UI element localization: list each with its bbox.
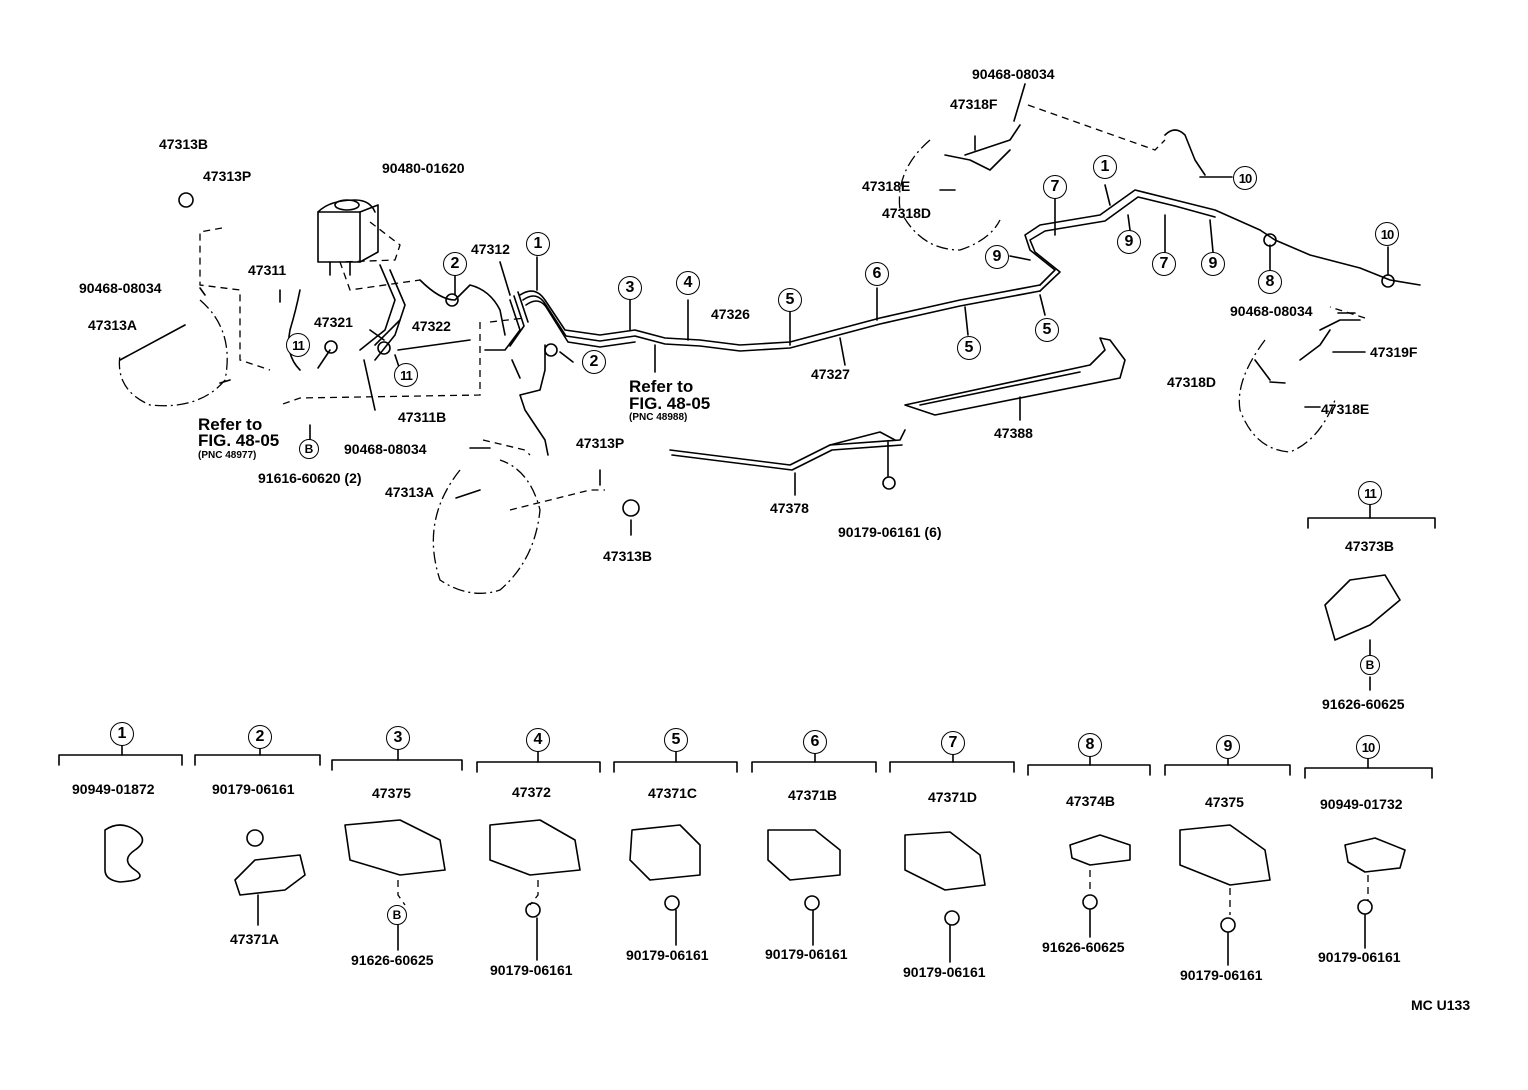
part-label: 47313A <box>385 484 435 500</box>
callout-circle: 7 <box>1152 252 1176 276</box>
callout-circle: 9 <box>1117 230 1141 254</box>
callout-circle: 10 <box>1233 166 1257 190</box>
callout-circle: 10 <box>1375 222 1399 246</box>
callout-circle: 1 <box>526 232 550 256</box>
diagram-code: MC U133 <box>1411 997 1471 1013</box>
part-label: 47313P <box>576 435 625 451</box>
refer-line1: Refer to <box>198 415 263 434</box>
legend-fastener: 90179-06161 <box>626 947 709 963</box>
part-label: 90468-08034 <box>79 280 162 296</box>
callout-circle: 11 <box>286 333 310 357</box>
legend-part: 90179-06161 <box>212 781 295 797</box>
part-label: 47313B <box>603 548 653 564</box>
part-label: 47318E <box>1321 401 1370 417</box>
legend-num: 2 <box>248 725 272 749</box>
detail-11-circle: 11 <box>1358 481 1382 505</box>
part-label: 47327 <box>811 366 850 382</box>
part-label: 91626-60625 <box>1322 696 1405 712</box>
callout-circle: 5 <box>1035 318 1059 342</box>
callout-circle: 2 <box>443 252 467 276</box>
legend-num: 6 <box>803 730 827 754</box>
part-label: 47373B <box>1345 538 1395 554</box>
legend-fastener: 90179-06161 <box>490 962 573 978</box>
refer-line2: FIG. 48-05 <box>629 394 711 413</box>
part-label: 47313A <box>88 317 138 333</box>
part-label: 47318D <box>1167 374 1217 390</box>
part-label: 47378 <box>770 500 809 516</box>
part-label: 90468-08034 <box>1230 303 1313 319</box>
legend-fastener: 90179-06161 <box>903 964 986 980</box>
detail-11-bolt-ref: B <box>1360 655 1380 675</box>
part-label: 47321 <box>314 314 353 330</box>
part-label: 90480-01620 <box>382 160 465 176</box>
callout-circle: 6 <box>865 262 889 286</box>
legend-part: 47371C <box>648 785 698 801</box>
part-label: 90468-08034 <box>344 441 427 457</box>
callout-circle: 8 <box>1258 270 1282 294</box>
legend-part: 90949-01732 <box>1320 796 1403 812</box>
part-label: 47318F <box>950 96 998 112</box>
legend-part: 47374B <box>1066 793 1116 809</box>
legend-part: 90949-01872 <box>72 781 155 797</box>
part-label: 90179-06161 (6) <box>838 524 942 540</box>
callout-circle: 3 <box>618 276 642 300</box>
legend-num: 3 <box>386 726 410 750</box>
callout-circle: 9 <box>985 245 1009 269</box>
legend-fastener: 90179-06161 <box>765 946 848 962</box>
refer-line2: FIG. 48-05 <box>198 431 280 450</box>
callout-circle: 9 <box>1201 252 1225 276</box>
refer-line3: (PNC 48977) <box>198 450 257 461</box>
part-label: 47312 <box>471 241 510 257</box>
part-label: 47322 <box>412 318 451 334</box>
legend-bolt-ref: B <box>387 905 407 925</box>
legend-part: 47372 <box>512 784 551 800</box>
callout-circle: 1 <box>1093 155 1117 179</box>
callout-circle-b: B <box>299 439 319 459</box>
part-label: 47318E <box>862 178 911 194</box>
part-label: 91616-60620 (2) <box>258 470 362 486</box>
refer-line3: (PNC 48988) <box>629 412 688 423</box>
legend-fastener: 91626-60625 <box>351 952 434 968</box>
callout-circle: 11 <box>394 363 418 387</box>
legend-num: 5 <box>664 728 688 752</box>
refer-line1: Refer to <box>629 377 694 396</box>
callout-circle: 7 <box>1043 175 1067 199</box>
part-label: 47313P <box>203 168 252 184</box>
callout-circle: 2 <box>582 350 606 374</box>
legend-part: 47375 <box>1205 794 1244 810</box>
callout-circle: 5 <box>778 288 802 312</box>
legend-part: 47375 <box>372 785 411 801</box>
part-label: 47319F <box>1370 344 1418 360</box>
part-label: 47318D <box>882 205 932 221</box>
reservoir-body <box>317 211 361 263</box>
part-label: 47311B <box>398 409 447 425</box>
part-label: 90468-08034 <box>972 66 1055 82</box>
legend-part: 47371B <box>788 787 838 803</box>
legend-fastener: 91626-60625 <box>1042 939 1125 955</box>
legend-fastener: 90179-06161 <box>1180 967 1263 983</box>
legend-num: 7 <box>941 731 965 755</box>
legend-num: 4 <box>526 728 550 752</box>
part-label: 47311 <box>248 262 287 278</box>
legend-num: 1 <box>110 722 134 746</box>
legend-num: 10 <box>1356 735 1380 759</box>
callout-circle: 5 <box>957 336 981 360</box>
legend-num: 8 <box>1078 733 1102 757</box>
callout-circle: 4 <box>676 271 700 295</box>
legend-fastener: 90179-06161 <box>1318 949 1401 965</box>
legend-part: 47371D <box>928 789 978 805</box>
part-label: 47313B <box>159 136 209 152</box>
legend-fastener: 47371A <box>230 931 280 947</box>
legend-num: 9 <box>1216 735 1240 759</box>
part-label: 47388 <box>994 425 1033 441</box>
part-label: 47326 <box>711 306 750 322</box>
